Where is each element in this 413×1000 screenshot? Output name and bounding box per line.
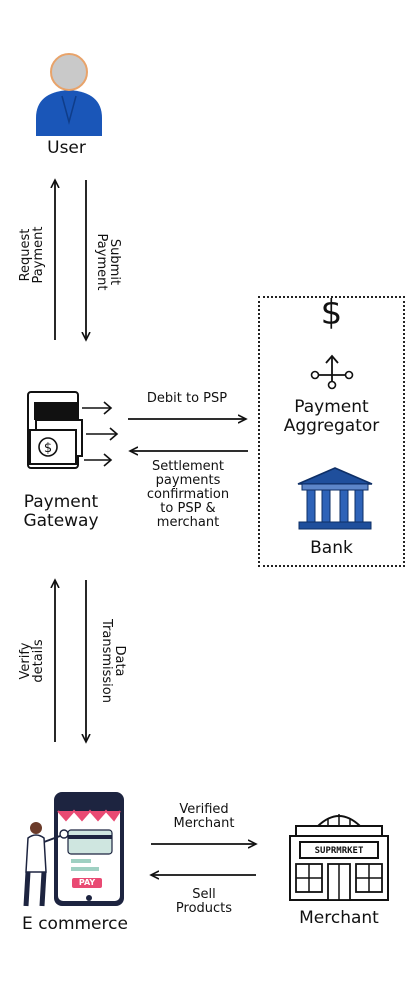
payment-gateway-icon: $ (27, 391, 119, 469)
user-label: User (47, 138, 86, 158)
bank-icon (297, 467, 373, 530)
aggregator-icon (310, 354, 354, 390)
store-sign-text: SUPRMRKET (314, 846, 364, 856)
payment-gateway-label: Payment Gateway (23, 492, 99, 531)
dollar-icon: $ (320, 293, 343, 333)
pay-badge: PAY (78, 878, 96, 887)
merchant-store-icon (289, 814, 389, 901)
ecommerce-icon (23, 792, 124, 907)
bank-label: Bank (310, 538, 353, 558)
svg-text:$: $ (44, 441, 52, 456)
verified-merchant-label: Verified Merchant (173, 802, 235, 831)
user-icon (36, 53, 102, 136)
ecommerce-label: E commerce (22, 914, 128, 934)
payment-aggregator-label: Payment Aggregator (283, 397, 380, 436)
settlement-label: Settlement payments confirmation to PSP … (146, 459, 230, 530)
psp-group-box (258, 296, 405, 567)
merchant-label: Merchant (299, 908, 379, 928)
sell-products-label: Sell Products (175, 887, 233, 916)
debit-to-psp-label: Debit to PSP (146, 391, 228, 406)
